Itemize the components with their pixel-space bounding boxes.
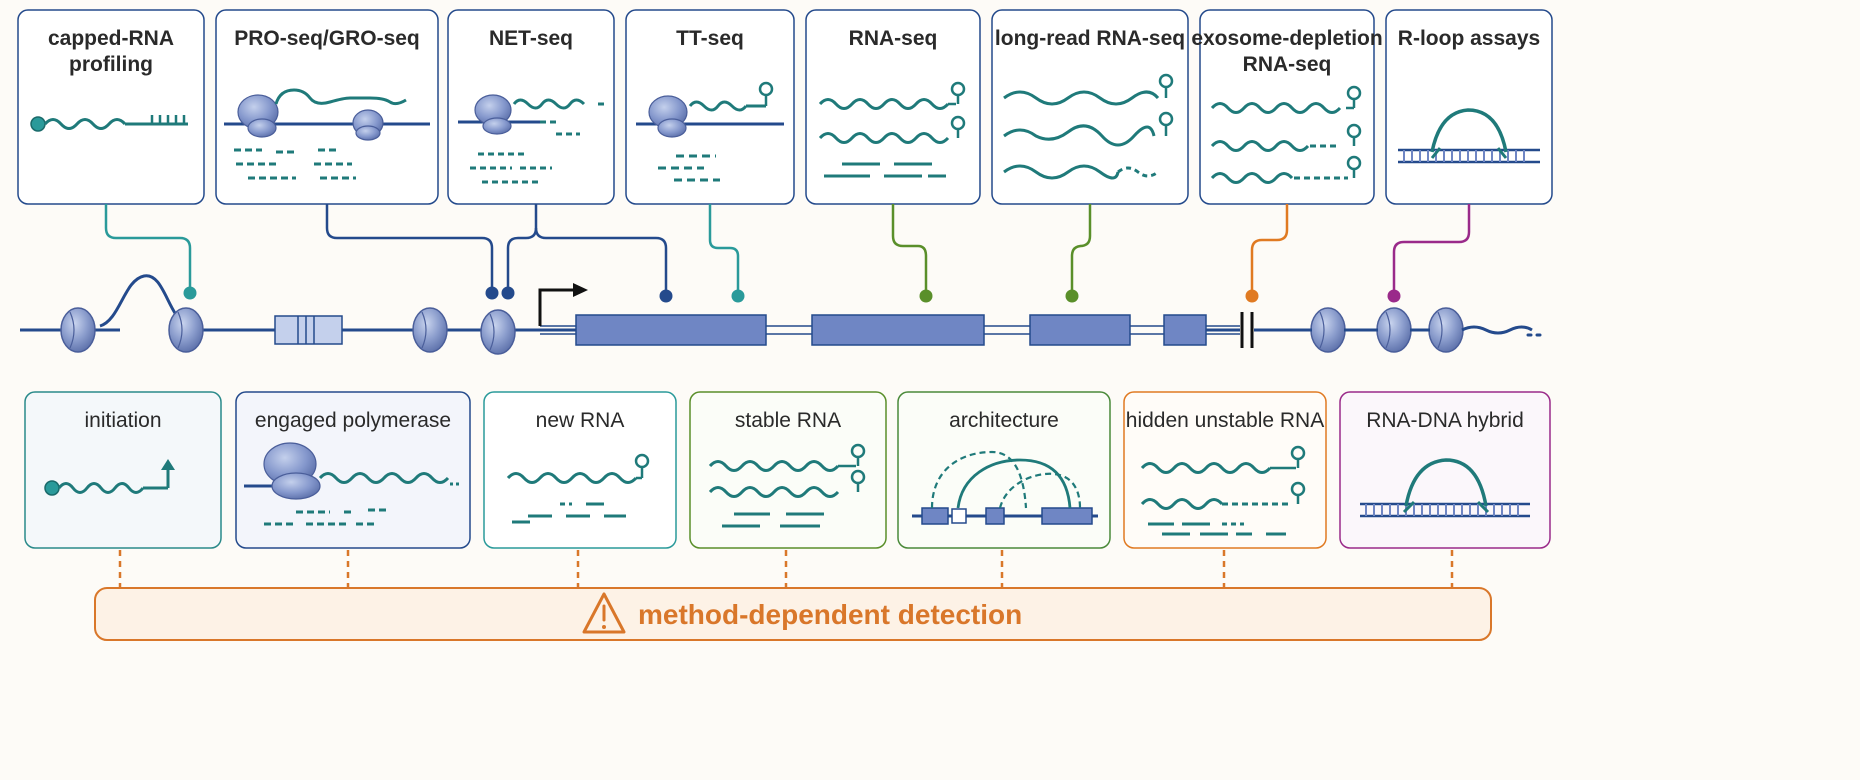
method-title-exosome-2: RNA-seq bbox=[1243, 53, 1332, 76]
category-title-newrna: new RNA bbox=[536, 409, 625, 432]
method-panel-pro: PRO-seq/GRO-seq bbox=[215, 9, 439, 205]
banner-label: method-dependent detection bbox=[638, 599, 1022, 630]
category-title-engaged: engaged polymerase bbox=[255, 409, 451, 432]
detection-dropLines bbox=[118, 550, 1454, 588]
connector-dots bbox=[183, 286, 1401, 303]
category-panel-hybrid: RNA-DNA hybrid bbox=[1339, 391, 1551, 549]
method-panel-rna: RNA-seq bbox=[805, 9, 981, 205]
method-title-capped-2: profiling bbox=[69, 53, 153, 76]
warning-icon bbox=[582, 592, 626, 634]
method-panel-rloop: R-loop assays bbox=[1385, 9, 1553, 205]
method-title-pro: PRO-seq/GRO-seq bbox=[234, 27, 420, 50]
enhancer-element bbox=[274, 315, 343, 345]
category-panel-initiation: initiation bbox=[24, 391, 222, 549]
category-panel-stable: stable RNA bbox=[689, 391, 887, 549]
initiation-arrow-icon bbox=[161, 459, 175, 470]
method-panel-exosome: exosome-depletion RNA-seq bbox=[1191, 9, 1383, 205]
category-panel-newrna: new RNA bbox=[483, 391, 677, 549]
category-panel-architecture: architecture bbox=[897, 391, 1111, 549]
method-panel-longread: long-read RNA-seq bbox=[991, 9, 1189, 205]
method-panel-net: NET-seq bbox=[447, 9, 615, 205]
method-connectors bbox=[104, 204, 1471, 293]
method-title-exosome-1: exosome-depletion bbox=[1191, 27, 1382, 50]
method-title-rloop: R-loop assays bbox=[1398, 27, 1540, 50]
category-title-stable: stable RNA bbox=[735, 409, 841, 432]
category-title-hybrid: RNA-DNA hybrid bbox=[1366, 409, 1524, 432]
method-panel-capped: capped-RNA profiling bbox=[17, 9, 205, 205]
cap-icon bbox=[30, 116, 46, 132]
category-title-architecture: architecture bbox=[949, 409, 1059, 432]
method-panel-tt: TT-seq bbox=[625, 9, 795, 205]
method-title-capped-1: capped-RNA bbox=[48, 27, 174, 50]
exon-group bbox=[575, 314, 1207, 346]
category-panel-hidden: hidden unstable RNA bbox=[1123, 391, 1327, 549]
category-title-initiation: initiation bbox=[84, 409, 161, 432]
method-title-longread: long-read RNA-seq bbox=[995, 27, 1185, 50]
method-title-net: NET-seq bbox=[489, 27, 573, 50]
method-title-tt: TT-seq bbox=[676, 27, 744, 50]
category-panel-engaged: engaged polymerase bbox=[235, 391, 471, 549]
chromatin-track bbox=[20, 274, 1546, 355]
category-title-hidden: hidden unstable RNA bbox=[1126, 409, 1324, 432]
tss-arrow-icon bbox=[538, 288, 575, 326]
detection-banner: method-dependent detection bbox=[94, 587, 1492, 641]
method-title-rna: RNA-seq bbox=[849, 27, 938, 50]
